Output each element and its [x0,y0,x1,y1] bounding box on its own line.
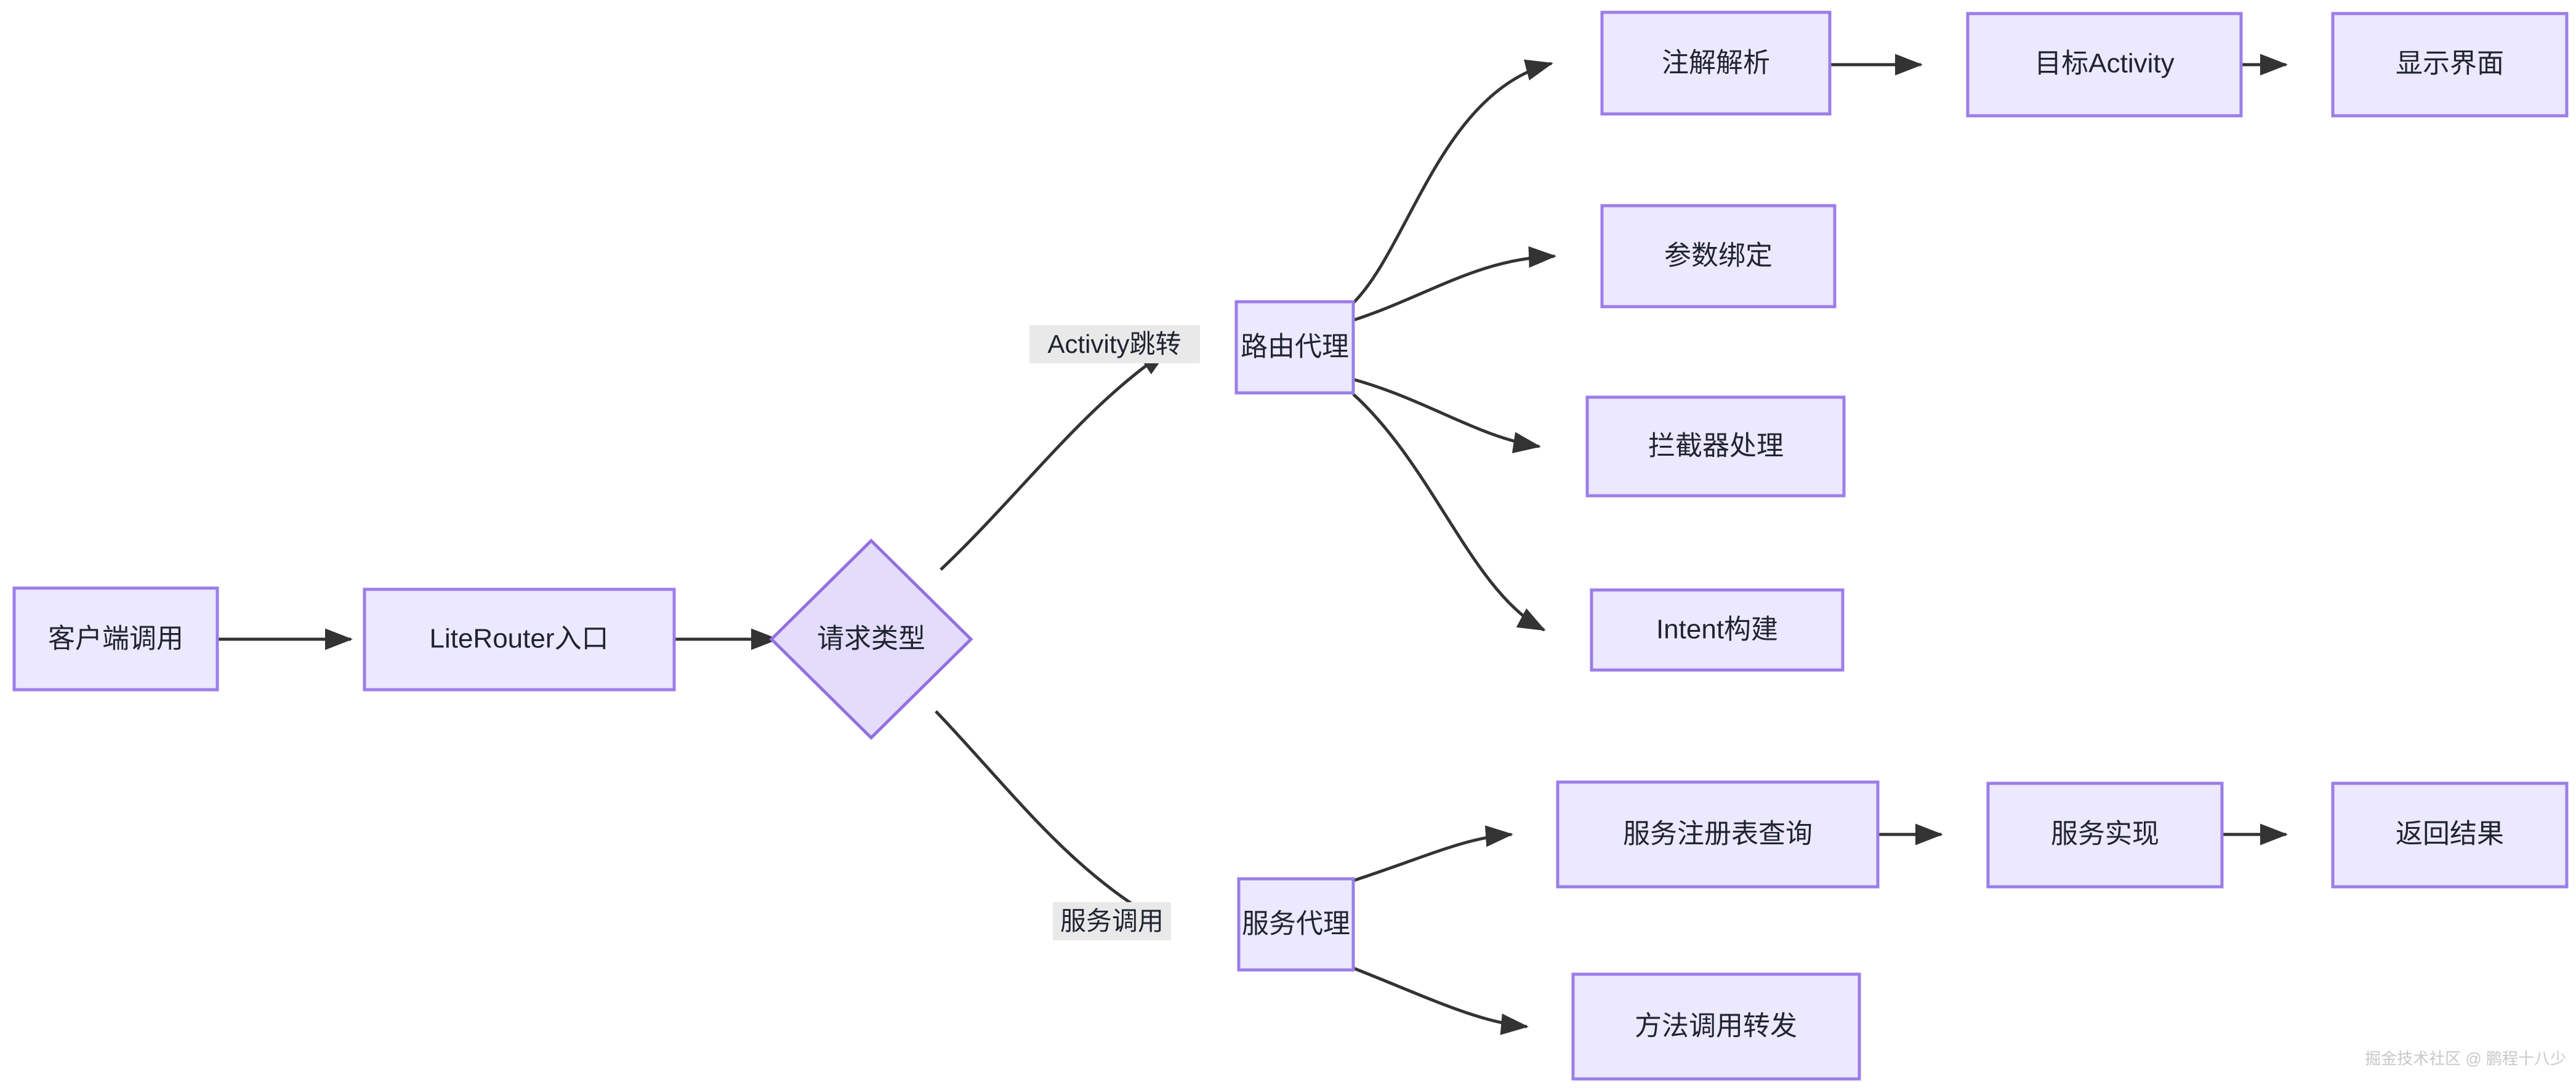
watermark-label: 掘金技术社区 @ 鹏程十八少 [2365,1049,2566,1068]
node-interceptor[interactable]: 拦截器处理 [1585,395,1846,498]
node-target-activity-box[interactable] [1966,12,2243,118]
node-literouter-entry-label: LiteRouter入口 [429,624,608,654]
node-intent-build[interactable]: Intent构建 [1590,588,1845,672]
edge-routeproxy-to-parambinding [1353,246,1556,322]
node-literouter-entry-box[interactable] [363,587,676,692]
node-return-result-label: 返回结果 [2396,819,2504,849]
node-intent-build-box[interactable] [1590,588,1845,672]
node-target-activity-label: 目标Activity [2034,49,2174,79]
edge-layer [217,54,2288,1035]
edge-routeproxy-to-interceptor [1353,377,1541,454]
node-service-impl-box[interactable] [1986,781,2224,889]
node-show-ui-label: 显示界面 [2396,49,2504,79]
node-method-forward-label: 方法调用转发 [1635,1011,1797,1041]
node-method-forward-box[interactable] [1571,972,1861,1081]
edge-routeproxy-to-intentbuild [1352,393,1546,632]
node-service-registry-box[interactable] [1556,780,1880,889]
node-show-ui[interactable]: 显示界面 [2331,12,2569,118]
node-target-activity[interactable]: 目标Activity [1966,12,2243,118]
edge-serviceproxy-to-registry [1353,825,1513,882]
edge-requesttype-to-serviceproxy [935,710,1172,929]
edge-label-activity-jump-text: Activity跳转 [1047,329,1181,358]
node-layer: 客户端调用 LiteRouter入口 请求类型 路由代理 注解解析 目标Acti [12,10,2569,1081]
edge-label-layer: Activity跳转 服务调用 [1029,325,1200,940]
node-service-proxy[interactable]: 服务代理 [1237,877,1355,972]
node-return-result-box[interactable] [2331,781,2569,889]
node-annotation-parse-label: 注解解析 [1662,48,1770,78]
node-return-result[interactable]: 返回结果 [2331,781,2569,889]
node-client-call-box[interactable] [12,586,219,692]
edge-routeproxy-to-annotation [1352,59,1553,304]
edge-label-service-call: 服务调用 [1053,902,1171,940]
node-annotation-parse-box[interactable] [1600,10,1832,116]
edge-requesttype-to-routeproxy [940,349,1169,571]
edge-serviceproxy-to-methodforward [1353,966,1529,1035]
node-request-type[interactable]: 请求类型 [769,538,973,740]
node-param-binding[interactable]: 参数绑定 [1600,204,1837,309]
node-client-call-label: 客户端调用 [48,624,183,654]
node-client-call[interactable]: 客户端调用 [12,586,219,692]
node-literouter-entry[interactable]: LiteRouter入口 [363,587,676,692]
node-service-proxy-label: 服务代理 [1242,909,1350,939]
node-service-registry[interactable]: 服务注册表查询 [1556,780,1880,889]
node-route-proxy-box[interactable] [1234,300,1355,395]
edge-label-service-call-bg [1053,902,1171,940]
edge-label-activity-jump: Activity跳转 [1029,325,1200,363]
node-param-binding-label: 参数绑定 [1664,241,1773,271]
edge-label-service-call-text: 服务调用 [1060,906,1164,935]
node-method-forward[interactable]: 方法调用转发 [1571,972,1861,1081]
node-route-proxy-label: 路由代理 [1241,332,1349,362]
node-request-type-label: 请求类型 [817,624,925,654]
node-interceptor-label: 拦截器处理 [1648,431,1784,461]
node-annotation-parse[interactable]: 注解解析 [1600,10,1832,116]
edge-label-activity-jump-bg [1029,325,1200,363]
node-service-impl[interactable]: 服务实现 [1986,781,2224,889]
node-intent-build-label: Intent构建 [1656,615,1778,645]
node-service-registry-label: 服务注册表查询 [1623,819,1813,849]
node-service-impl-label: 服务实现 [2051,819,2159,849]
node-interceptor-box[interactable] [1585,395,1846,498]
node-request-type-diamond[interactable] [769,538,973,740]
node-show-ui-box[interactable] [2331,12,2569,118]
node-route-proxy[interactable]: 路由代理 [1234,300,1355,395]
node-param-binding-box[interactable] [1600,204,1837,309]
node-service-proxy-box[interactable] [1237,877,1355,972]
